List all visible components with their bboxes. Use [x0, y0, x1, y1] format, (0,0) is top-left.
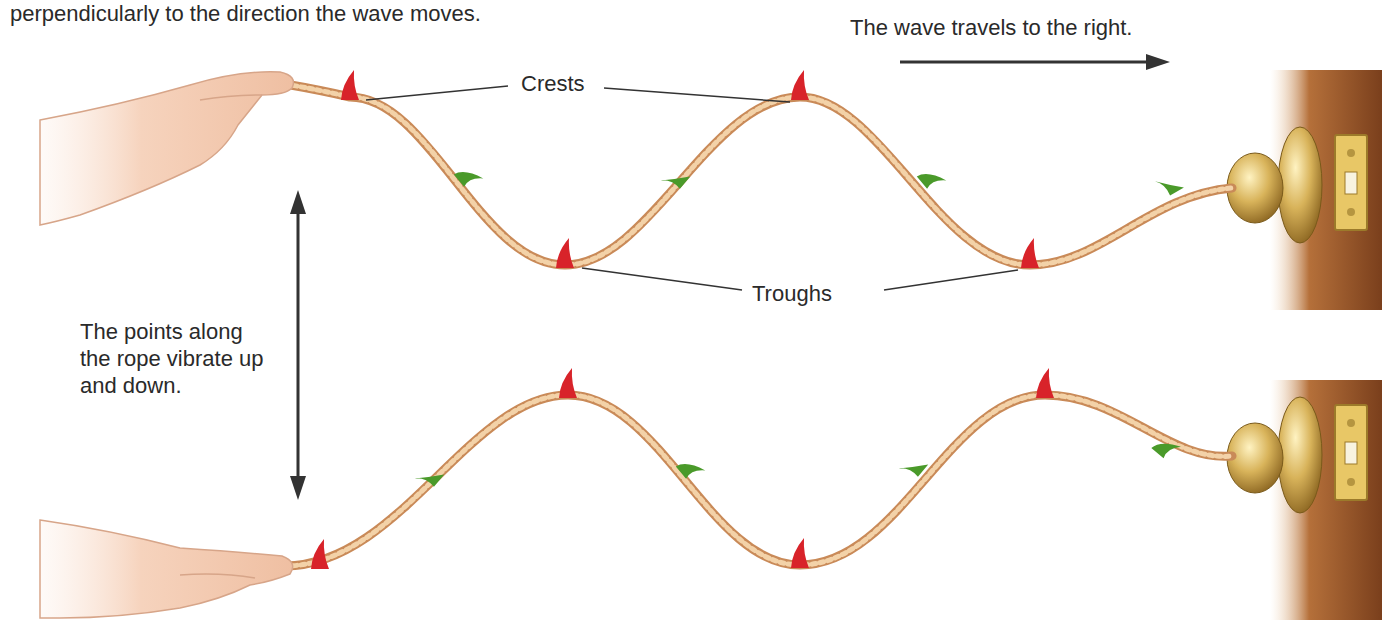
midpoint-markers	[415, 162, 1184, 492]
direction-label: The wave travels to the right.	[850, 14, 1132, 41]
door-bottom	[1227, 380, 1382, 620]
rope-bottom	[285, 395, 1232, 566]
crest-trough-markers	[311, 70, 1054, 569]
direction-arrow	[900, 54, 1170, 70]
rope-top	[285, 84, 1232, 265]
leader-lines	[366, 86, 1018, 290]
part-label: Crests	[521, 70, 585, 97]
vibration-arrow	[290, 190, 306, 500]
door-top	[1227, 70, 1382, 310]
intro-text: perpendicularly to the direction the wav…	[10, 0, 481, 27]
hand-bottom	[40, 520, 293, 618]
note-label: The points along the rope vibrate up and…	[80, 318, 272, 399]
hand-top	[40, 72, 294, 225]
part-label: Troughs	[752, 280, 832, 307]
